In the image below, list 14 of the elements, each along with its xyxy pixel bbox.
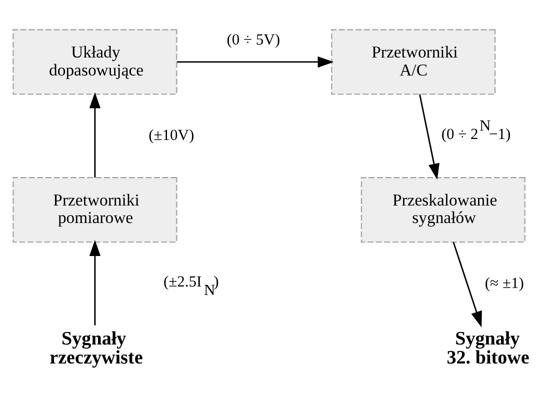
edge-label: (±10V) [148,126,194,144]
node-box: Przetworniki A/C [331,29,496,95]
node-text: Sygnały 32. bitowe [446,328,530,368]
node-box: Układy dopasowujące [12,29,178,95]
edge-label: (≈ ±1) [484,274,524,292]
arrow [176,56,334,68]
arrow [89,92,101,178]
edge-label: (0 ÷ 5V) [226,32,280,49]
arrow [89,240,101,326]
node-box: Przetworniki pomiarowe [12,177,178,243]
node-text: Sygnały rzeczywiste [50,328,143,368]
arrow [452,242,482,328]
arrow [419,94,440,180]
node-box: Przeskalowanie sygnałów [360,177,526,243]
